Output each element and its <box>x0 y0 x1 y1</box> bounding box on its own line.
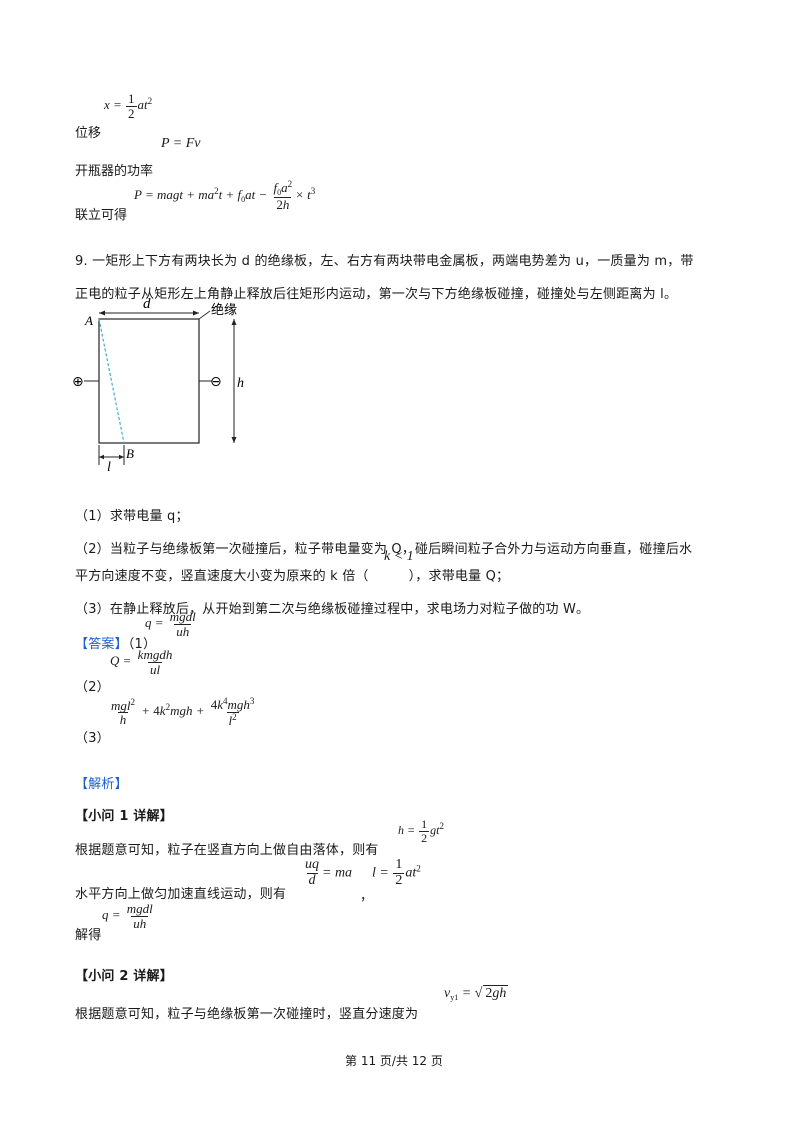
sub-question-2-a: （2）当粒子与绝缘板第一次碰撞后，粒子带电量变为 Q，碰后瞬间粒子合外力与运动方… <box>75 542 693 557</box>
label-l: l <box>107 460 111 475</box>
sub-question-2-b-start: 平方向速度不变，竖直速度大小变为原来的 k 倍（ <box>75 569 369 584</box>
answer-label: 【答案】 <box>75 637 128 652</box>
arrow-head <box>119 454 124 460</box>
analysis-q1-line3: 解得 <box>75 928 102 943</box>
answer-index-2: （2） <box>75 680 110 695</box>
analysis-q1-heading: 【小问 1 详解】 <box>75 809 173 824</box>
question-line-2: 正电的粒子从矩形左上角静止释放后往矩形内运动，第一次与下方绝缘板碰撞，碰撞处与左… <box>75 287 678 302</box>
arrow-head <box>99 310 105 316</box>
arrow-head <box>99 454 104 460</box>
formula-vertical-velocity: vy1 = √2gh <box>444 985 509 1002</box>
question-line-1: 9. 一矩形上下方有两块长为 d 的绝缘板，左、右方有两块带电金属板，两端电势差… <box>75 254 694 269</box>
comma-separator: ， <box>360 889 374 904</box>
sub-question-1: （1）求带电量 q； <box>75 509 189 524</box>
page-number: 第 11 页/共 12 页 <box>345 1054 443 1068</box>
arrow-head <box>231 437 237 443</box>
answer-row-1: 【答案】（1） <box>75 633 156 652</box>
label-d: d <box>143 296 151 312</box>
analysis-q1-line2: 水平方向上做匀加速直线运动，则有 <box>75 887 287 902</box>
sub-question-2-b-end: ），求带电量 Q； <box>408 569 510 584</box>
insulation-leader <box>198 310 211 320</box>
arrow-head <box>193 310 199 316</box>
label-insulation: 绝缘 <box>211 302 237 318</box>
label-combine: 联立可得 <box>75 208 128 223</box>
rectangle-box <box>98 318 200 444</box>
arrow-head <box>231 319 237 325</box>
sub-question-2-b: 平方向速度不变，竖直速度大小变为原来的 k 倍（ ），求带电量 Q； <box>75 565 509 584</box>
rectangle-figure: d 绝缘 A B ⊕ ⊖ h l <box>72 296 244 475</box>
answer-index-3: （3） <box>75 731 110 746</box>
label-h: h <box>237 376 244 391</box>
plus-symbol: ⊕ <box>72 374 84 390</box>
label-A: A <box>84 313 93 328</box>
sub-question-3: （3）在静止释放后，从开始到第二次与绝缘板碰撞过程中，求电场力对粒子做的功 W。 <box>75 602 590 617</box>
formula-power: P = Fv <box>161 136 201 151</box>
minus-symbol: ⊖ <box>210 374 222 390</box>
analysis-label: 【解析】 <box>75 777 128 792</box>
condition-k: k < 1 <box>384 549 414 564</box>
analysis-q2-heading: 【小问 2 详解】 <box>75 969 173 984</box>
label-power: 开瓶器的功率 <box>75 164 154 179</box>
label-B: B <box>126 446 134 461</box>
answer-index-1: （1） <box>127 637 157 652</box>
trajectory-line <box>98 318 125 444</box>
analysis-q2-line1: 根据题意可知，粒子与绝缘板第一次碰撞时，竖直分速度为 <box>75 1007 419 1022</box>
analysis-q1-line1: 根据题意可知，粒子在竖直方向上做自由落体，则有 <box>75 843 379 858</box>
label-displacement: 位移 <box>75 126 102 141</box>
